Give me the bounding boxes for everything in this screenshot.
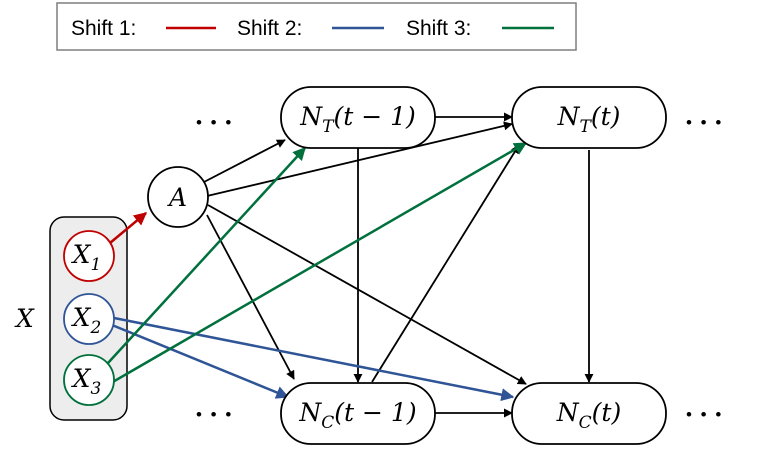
node-nc-prev-label: NC(t − 1): [298, 398, 416, 433]
node-x3-label: X3: [71, 364, 102, 399]
node-nt-box: [511, 86, 667, 149]
node-x3-circle: [63, 354, 115, 406]
edge-x1-to-a: [109, 212, 147, 244]
node-a-label: A: [167, 183, 187, 212]
ellipsis-top-left: • • •: [196, 113, 233, 132]
node-nt-label: NT(t): [557, 102, 621, 137]
node-x2-circle: [63, 293, 115, 345]
blue-edges: [111, 316, 515, 402]
edge-x2-to-nc: [113, 316, 515, 402]
node-a: A: [147, 166, 209, 228]
black-edges: [203, 112, 594, 418]
node-x2-label: X2: [71, 303, 102, 338]
legend-label-shift-2: Shift 2:: [237, 17, 302, 40]
ellipsis-bottom-left: • • •: [196, 405, 233, 424]
node-x1: X1: [63, 230, 115, 282]
legend: Shift 1: Shift 2: Shift 3:: [56, 2, 577, 51]
node-x1-circle: [63, 230, 115, 282]
node-nc: NC(t): [511, 382, 667, 445]
node-nc-prev-box: [280, 382, 436, 445]
node-nt-prev: NT(t − 1): [280, 86, 436, 149]
edge-nc-prev-to-nt: [371, 144, 520, 383]
node-x1-label: X1: [71, 240, 102, 275]
node-x2: X2: [63, 293, 115, 345]
node-nt: NT(t): [511, 86, 667, 149]
edge-x2-to-nc-prev: [111, 323, 290, 399]
node-nc-prev: NC(t − 1): [280, 382, 436, 445]
node-x3: X3: [63, 354, 115, 406]
edge-a-to-nt: [206, 121, 513, 197]
node-nc-box: [511, 382, 667, 445]
green-edges: [107, 141, 528, 385]
edge-x3-to-nt-prev: [107, 147, 306, 364]
ellipsis-bottom-right: • • •: [686, 405, 723, 424]
edge-x3-to-nt: [110, 141, 528, 385]
legend-label-shift-1: Shift 1:: [71, 17, 136, 40]
node-a-circle: [147, 166, 209, 228]
ellipsis-top-right: • • •: [686, 113, 723, 132]
covariate-group-label: X: [14, 304, 35, 333]
legend-box: [56, 2, 577, 51]
node-nt-prev-box: [280, 86, 436, 149]
node-nc-label: NC(t): [556, 398, 621, 433]
legend-label-shift-3: Shift 3:: [406, 17, 471, 40]
edge-a-to-nt-prev: [203, 139, 286, 183]
node-nt-prev-label: NT(t − 1): [299, 102, 416, 137]
edge-a-to-nc: [207, 204, 527, 385]
